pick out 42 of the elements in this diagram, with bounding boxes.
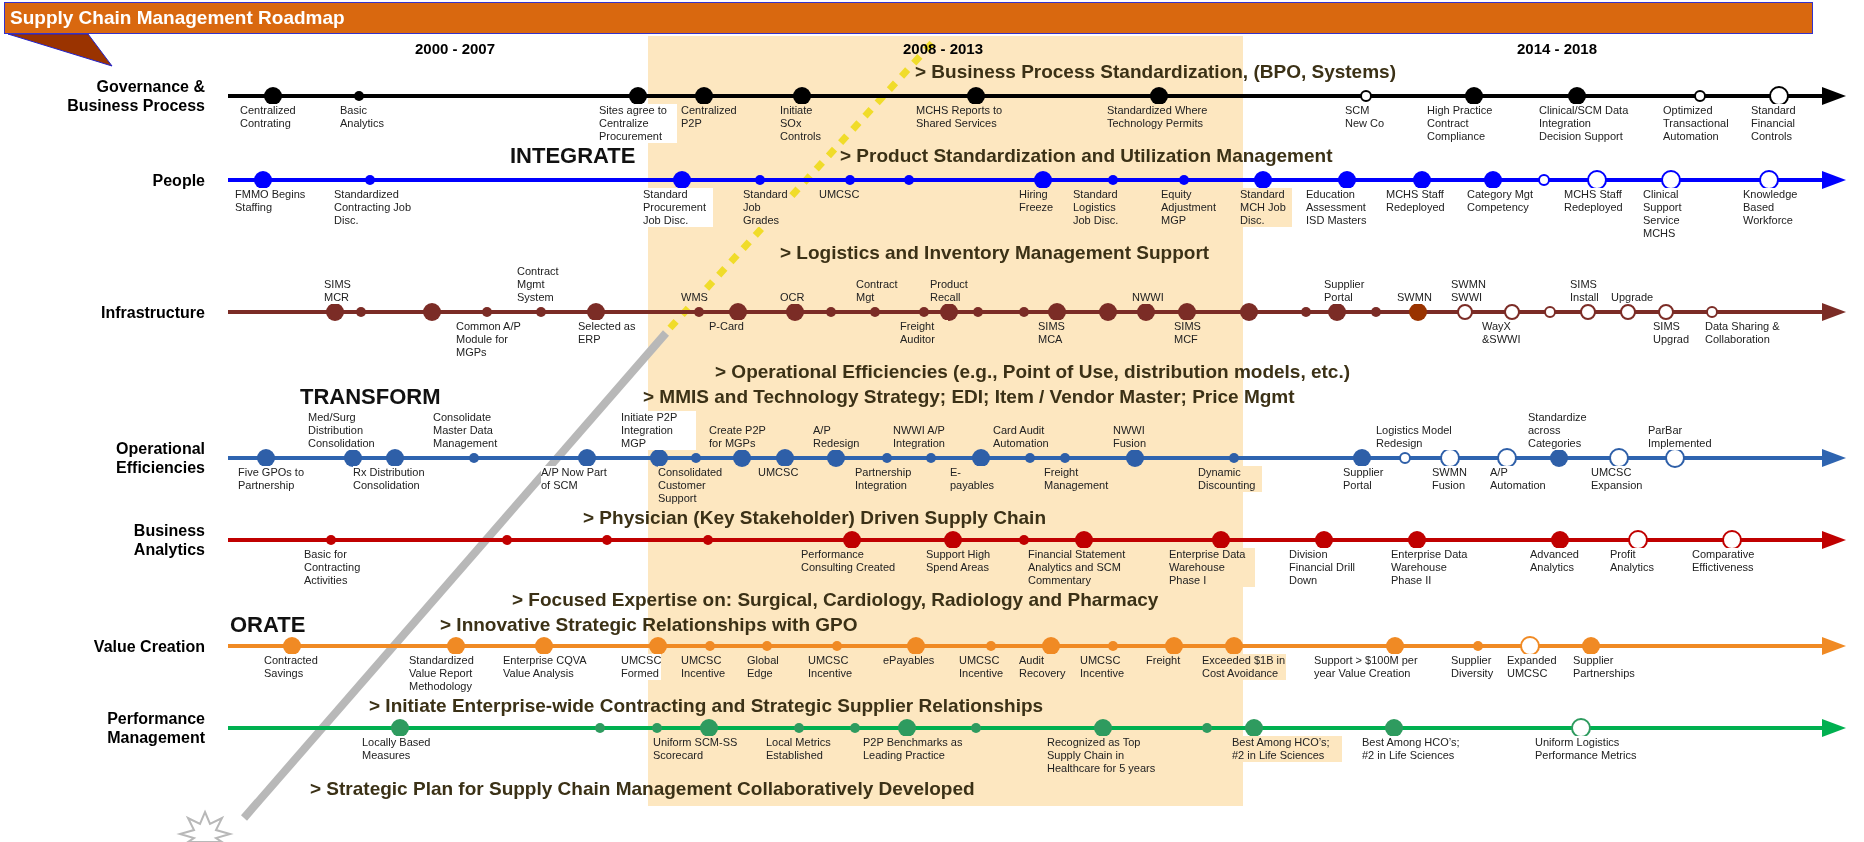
strategy-statement: > Logistics and Inventory Management Support [780,241,1210,265]
phase-word: TRANSFORM [300,385,441,409]
strategy-statement: > MMIS and Technology Strategy; EDI; Item / Vendor Master; Price Mgmt [643,385,1295,409]
milestone-label: Enterprise Data Warehouse Phase I [1169,548,1255,587]
milestone-label: SCM New Co [1345,104,1387,130]
strategy-statement: > Strategic Plan for Supply Chain Management Collaboratively Developed [310,777,975,801]
lane-title: Operational Efficiencies [115,439,205,477]
strategy-statement: > Business Process Standardization, (BPO, Systems) [915,60,1396,84]
strategy-statement: > Focused Expertise on: Surgical, Cardiology, Radiology and Pharmacy [512,588,1159,612]
milestone-label: Sites agree to Centralize Procurement [599,104,677,143]
milestone-label: UMCSC [758,466,798,479]
milestone-label: Dynamic Discounting [1198,466,1262,492]
milestone-label: Freight Auditor [900,320,948,346]
period-heading: 2008 - 2013 [902,40,984,58]
milestone-label: Exceeded $1B in Cost Avoidance [1202,654,1286,680]
strategy-statement: > Operational Efficiencies (e.g., Point of Use, distribution models, etc.) [715,360,1351,384]
milestone-label: Initiate P2P Integration MGP [621,411,696,450]
milestone-label: UMCSC [819,188,859,201]
period-heading: 2014 - 2018 [1516,40,1598,58]
milestone-label: Standard Procurement Job Disc. [643,188,713,227]
milestone-label: Audit Recovery [1019,654,1069,680]
title-text: Supply Chain Management Roadmap [10,6,345,30]
phase-word: INTEGRATE [510,144,636,168]
milestone-label: Best Among HCO’s; #2 in Life Sciences [1232,736,1342,762]
milestone-label: Standard MCH Job Disc. [1240,188,1292,227]
lane-title: Governance & Business Process [66,77,205,115]
lane-title: People [151,170,205,190]
milestone-label: Recognized as Top Supply Chain in Healthcare for 5 years [1047,736,1157,775]
milestone-label: UMCSC Formed [621,654,661,680]
milestone-label: Standardized Contracting Job Disc. [334,188,414,227]
phase-word: ORATE [230,613,306,637]
milestone-label: Standard Job Grades [743,188,789,227]
lane-title: Business Analytics [132,521,205,559]
lane-title: Value Creation [92,636,205,656]
lane-title: Performance Management [106,709,205,747]
milestone-label: Enterprise CQVA Value Analysis [503,654,589,680]
lane-title: Infrastructure [99,302,205,322]
period-heading: 2000 - 2007 [414,40,496,58]
strategy-statement: > Physician (Key Stakeholder) Driven Supply Chain [583,506,1046,530]
strategy-statement: > Initiate Enterprise-wide Contracting and Strategic Supplier Relationships [369,694,1044,718]
strategy-statement: > Innovative Strategic Relationships with GPO [440,613,858,637]
strategy-statement: > Product Standardization and Utilization Management [840,144,1333,168]
